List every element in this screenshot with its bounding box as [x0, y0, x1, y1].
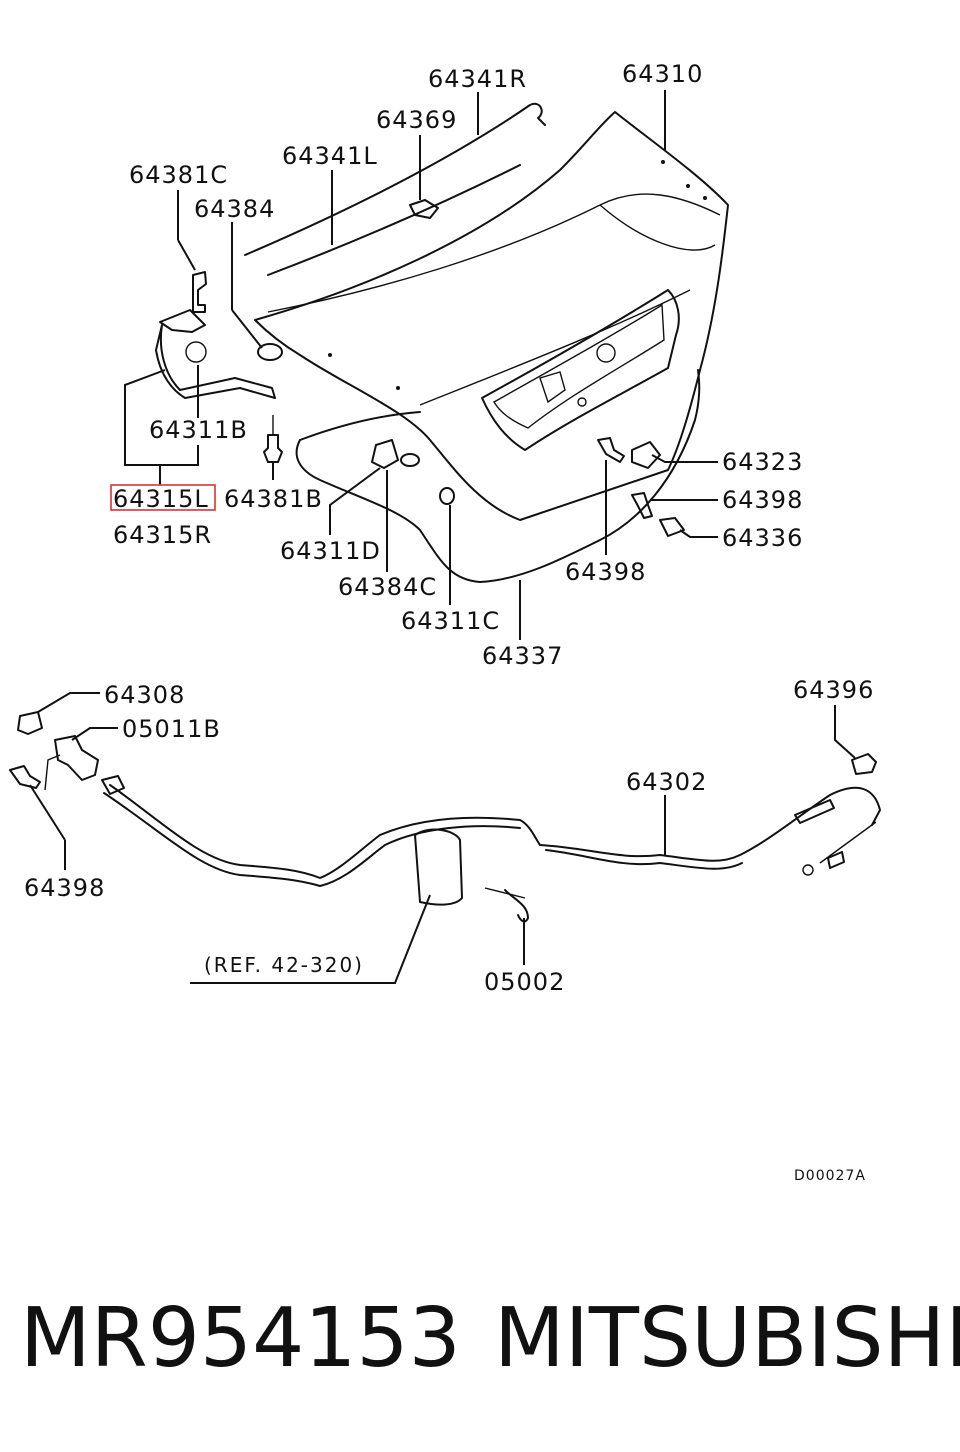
release-cable-64302 [9, 711, 881, 923]
label-64310: 64310 [622, 60, 703, 88]
label-64398-right: 64398 [722, 486, 803, 514]
clip-64369 [409, 199, 439, 219]
label-64315R: 64315R [113, 521, 212, 549]
highlight-box [110, 484, 216, 511]
part-number: MR954153 [20, 1291, 461, 1386]
striker-64336 [659, 517, 685, 537]
bolt-64381B [263, 415, 283, 463]
label-64396: 64396 [793, 676, 874, 704]
stay-64341L [267, 164, 521, 276]
label-64381B: 64381B [224, 485, 323, 513]
label-64384C: 64384C [338, 573, 437, 601]
trunk-lid [254, 111, 729, 521]
cap-64311C [439, 487, 455, 505]
label-05011B: 05011B [122, 715, 221, 743]
label-64381C: 64381C [129, 161, 228, 189]
label-64341L: 64341L [282, 142, 378, 170]
label-64323: 64323 [722, 448, 803, 476]
label-64336: 64336 [722, 524, 803, 552]
label-64308: 64308 [104, 681, 185, 709]
label-ref: (REF. 42-320) [204, 953, 364, 977]
weatherstrip [295, 369, 701, 583]
leader-lines-upper [124, 90, 718, 640]
label-64311C: 64311C [401, 607, 500, 635]
stay-64341R [244, 102, 546, 256]
label-64311B: 64311B [149, 416, 248, 444]
latch-64323 [631, 441, 661, 469]
label-64341R: 64341R [428, 65, 527, 93]
drawing-code: D00027A [794, 1168, 866, 1184]
label-64384: 64384 [194, 195, 275, 223]
bolt-64398-right [631, 492, 653, 519]
bumper-64311D [371, 439, 399, 469]
bolt-64381C [192, 271, 207, 313]
label-05002: 05002 [484, 968, 565, 996]
bumper-64384 [257, 343, 283, 361]
bolt-64398-upper [597, 437, 625, 463]
label-64302: 64302 [626, 768, 707, 796]
brand-name: MITSUBISHI [494, 1291, 960, 1386]
label-64315L: 64315L [113, 485, 209, 513]
label-64311D: 64311D [280, 537, 381, 565]
label-64369: 64369 [376, 106, 457, 134]
leader-lines-lower [29, 692, 856, 984]
label-64337: 64337 [482, 642, 563, 670]
label-64398-upper: 64398 [565, 558, 646, 586]
grommet-64384C [400, 453, 420, 467]
label-64398-left: 64398 [24, 874, 105, 902]
